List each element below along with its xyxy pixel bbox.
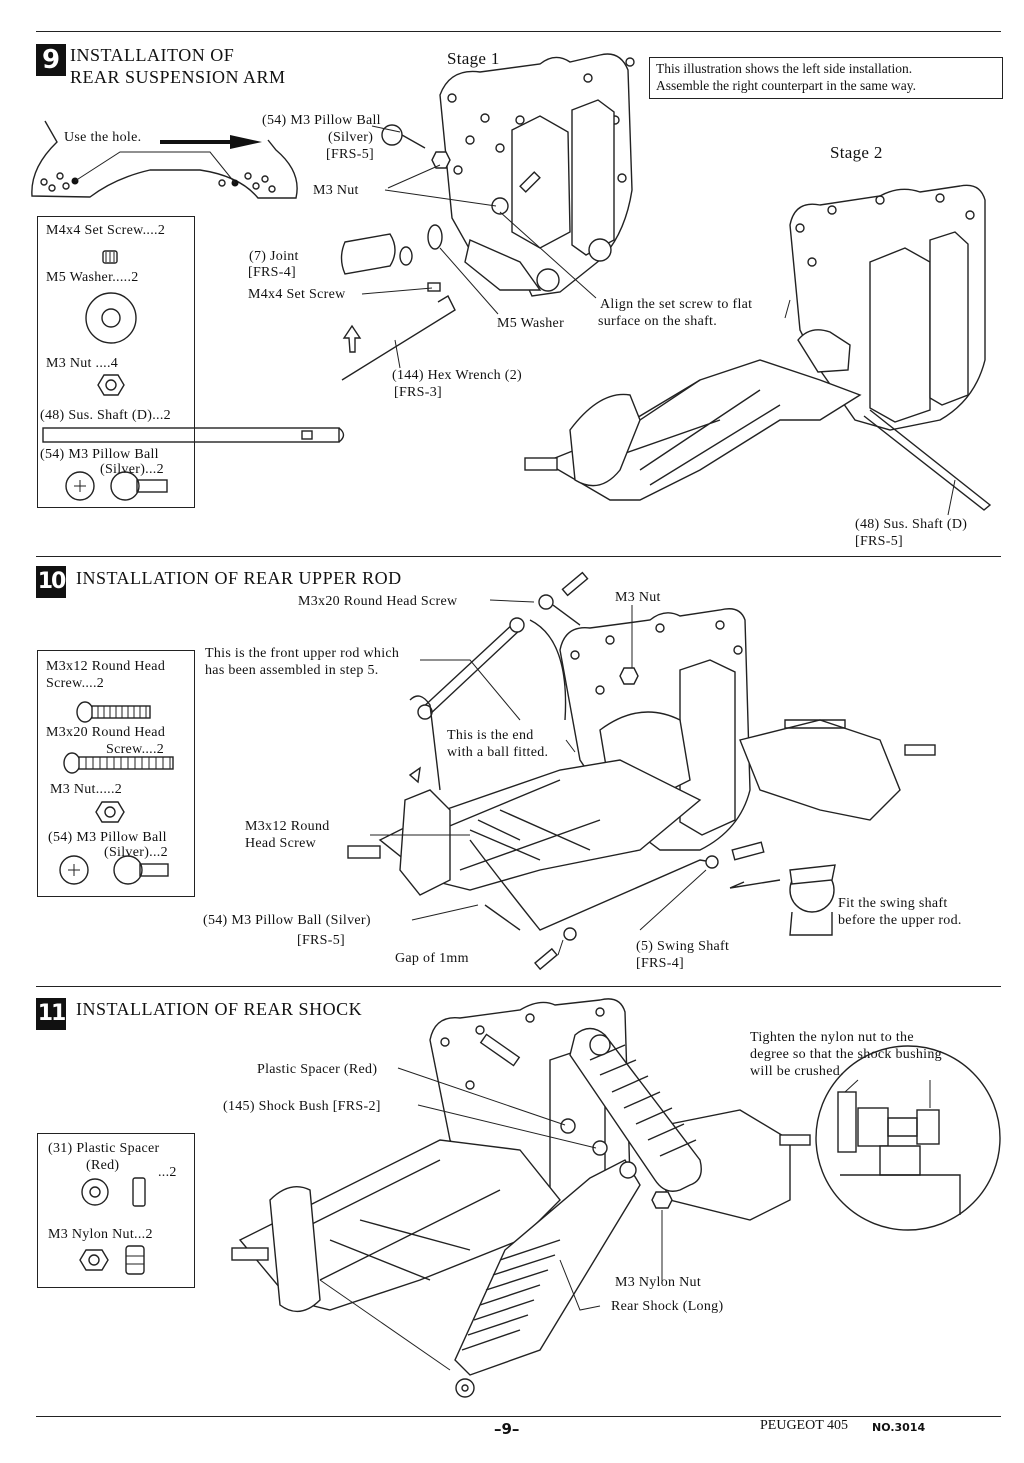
callout-set-screw: M4x4 Set Screw [248, 287, 346, 302]
part-m3x12-qty: Screw....2 [46, 676, 105, 691]
part-pillow-ball: (54) M3 Pillow Ball [40, 447, 159, 462]
step9-title-line1: INSTALLAITON OF [70, 45, 235, 65]
callout-end-ball-1: This is the end [447, 728, 534, 743]
callout-tighten-1: Tighten the nylon nut to the [750, 1030, 914, 1045]
callout-bush: (145) Shock Bush [FRS-2] [223, 1099, 381, 1114]
callout-pillow-1: (54) M3 Pillow Ball (Silver) [203, 913, 371, 928]
step-number-10: 10 [36, 566, 66, 598]
callout-front-rod-1: This is the front upper rod which [205, 646, 400, 661]
callout-joint-1: (7) Joint [249, 249, 299, 264]
bottom-rule [36, 1416, 1001, 1417]
callout-pillow-ball-2: (Silver) [328, 130, 374, 145]
step11-part-icons [79, 1177, 146, 1275]
step-number-9: 9 [36, 44, 66, 76]
part-m3x20: M3x20 Round Head [46, 725, 166, 740]
rule-step10 [36, 556, 1001, 557]
callout-m5-washer: M5 Washer [497, 316, 565, 331]
note-line2: Assemble the right counterpart in the sa… [656, 78, 917, 93]
callout-sus-shaft-2: [FRS-5] [855, 534, 903, 549]
note-line1: This illustration shows the left side in… [656, 61, 913, 76]
part-plastic-spacer-qty: ...2 [158, 1165, 177, 1180]
rule-step11 [36, 986, 1001, 987]
step-number-11: 11 [36, 998, 66, 1030]
callout-fit-2: before the upper rod. [838, 913, 962, 928]
step11-assembly [231, 998, 1001, 1398]
use-hole-label: Use the hole. [64, 130, 142, 145]
callout-pillow-ball-3: [FRS-5] [326, 147, 374, 162]
callout-m3-nut: M3 Nut [313, 183, 359, 198]
callout-swing-1: (5) Swing Shaft [636, 939, 730, 954]
callout-align-1: Align the set screw to flat [600, 297, 753, 312]
part-m3-nut: M3 Nut.....2 [50, 782, 123, 797]
footer-model: PEUGEOT 405 [760, 1418, 849, 1433]
left-side-note: This illustration shows the left side in… [649, 57, 1003, 99]
callout-end-ball-2: with a ball fitted. [447, 745, 549, 760]
callout-fit-1: Fit the swing shaft [838, 896, 948, 911]
callout-gap: Gap of 1mm [395, 951, 469, 966]
step9-part-icons [42, 250, 345, 501]
callout-m3x12-2: Head Screw [245, 836, 317, 851]
part-plastic-spacer-red: (Red) [86, 1158, 120, 1173]
part-pillow-ball-silver: (Silver)...2 [100, 462, 164, 477]
part-plastic-spacer: (31) Plastic Spacer [48, 1141, 160, 1156]
callout-swing-2: [FRS-4] [636, 956, 684, 971]
part-set-screw: M4x4 Set Screw....2 [46, 223, 166, 238]
stage1-assembly [439, 53, 635, 297]
stage2-label: Stage 2 [830, 143, 883, 162]
step10-part-icons [59, 701, 174, 885]
callout-rear-shock: Rear Shock (Long) [611, 1299, 724, 1314]
top-rule [36, 31, 1001, 32]
page-number: –9– [494, 1420, 520, 1438]
callout-hex-1: (144) Hex Wrench (2) [392, 368, 522, 383]
callout-tighten-2: degree so that the shock bushing [750, 1047, 942, 1062]
step9-parts-box: M4x4 Set Screw....2 M5 Washer.....2 M3 N… [37, 216, 195, 508]
callout-spacer: Plastic Spacer (Red) [257, 1062, 378, 1077]
part-sus-shaft: (48) Sus. Shaft (D)...2 [40, 408, 171, 423]
callout-m3x12-1: M3x12 Round [245, 819, 330, 834]
stage1-exploded-parts [340, 124, 597, 381]
part-nylon-nut: M3 Nylon Nut...2 [48, 1227, 153, 1242]
part-pillow-ball: (54) M3 Pillow Ball [48, 830, 167, 845]
step11-title: INSTALLATION OF REAR SHOCK [76, 999, 363, 1019]
step11-parts-box: (31) Plastic Spacer (Red) ...2 M3 Nylon … [37, 1133, 195, 1288]
stage1-label: Stage 1 [447, 49, 500, 68]
callout-pillow-2: [FRS-5] [297, 933, 345, 948]
callout-sus-shaft-1: (48) Sus. Shaft (D) [855, 517, 968, 532]
callout-nylon-nut: M3 Nylon Nut [615, 1275, 702, 1290]
step10-parts-box: M3x12 Round Head Screw....2 M3x20 Round … [37, 650, 195, 897]
part-pillow-ball-silver: (Silver)...2 [104, 845, 168, 860]
callout-hex-2: [FRS-3] [394, 385, 442, 400]
callout-pillow-ball-1: (54) M3 Pillow Ball [262, 113, 381, 128]
part-m5-washer: M5 Washer.....2 [46, 270, 139, 285]
callout-align-2: surface on the shaft. [598, 314, 718, 329]
callout-m3-nut: M3 Nut [615, 590, 661, 605]
hole-diagram [31, 120, 298, 199]
footer-number: NO.3014 [872, 1421, 926, 1434]
callout-front-rod-2: has been assembled in step 5. [205, 663, 379, 678]
stage2-assembly [524, 184, 992, 516]
part-m3-nut: M3 Nut ....4 [46, 356, 119, 371]
part-m3x20-qty: Screw....2 [106, 742, 165, 757]
step9-title-line2: REAR SUSPENSION ARM [70, 67, 286, 87]
part-m3x12: M3x12 Round Head [46, 659, 166, 674]
callout-joint-2: [FRS-4] [248, 265, 296, 280]
callout-m3x20: M3x20 Round Head Screw [298, 594, 458, 609]
step10-assembly [347, 571, 936, 971]
callout-tighten-3: will be crushed. [750, 1064, 844, 1079]
step10-title: INSTALLATION OF REAR UPPER ROD [76, 568, 402, 588]
